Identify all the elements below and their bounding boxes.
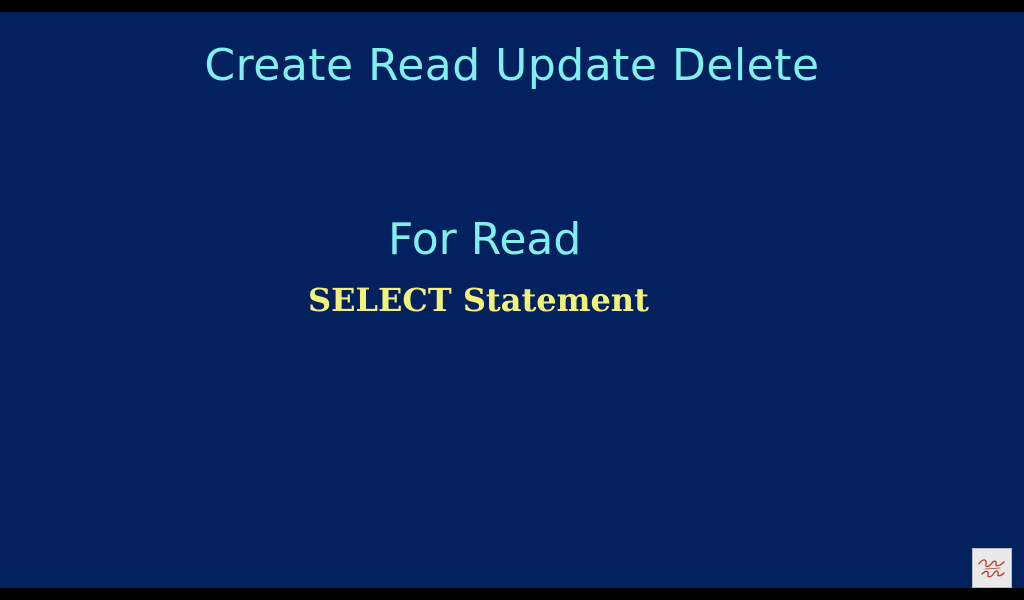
signature-icon [978, 559, 1005, 578]
section-heading: For Read [388, 214, 582, 265]
slide: Create Read Update Delete For Read SELEC… [0, 12, 1024, 588]
section-subheading: SELECT Statement [308, 281, 649, 319]
channel-watermark-logo [972, 548, 1012, 588]
slide-title: Create Read Update Delete [204, 40, 820, 91]
